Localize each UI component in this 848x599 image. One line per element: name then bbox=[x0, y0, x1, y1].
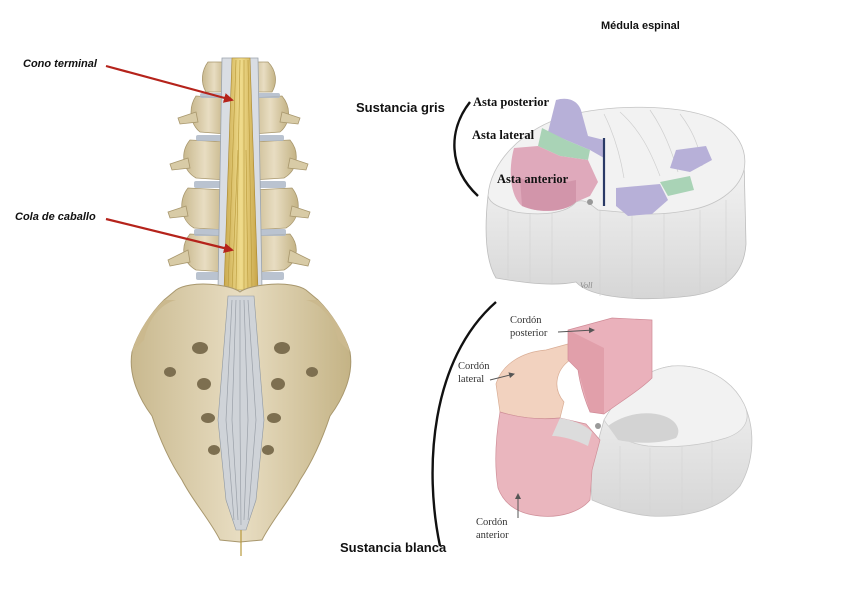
cordon-lateral-line-2: lateral bbox=[458, 374, 485, 386]
iliac-wing-right bbox=[306, 300, 350, 352]
gray-matter-section bbox=[453, 98, 747, 299]
label-cordon-posterior: Cordón posterior bbox=[510, 314, 570, 340]
asta-anterior-right bbox=[616, 184, 668, 216]
label-asta-anterior: Asta anterior bbox=[497, 172, 569, 186]
diagram-title: Médula espinal bbox=[601, 20, 680, 32]
asta-posterior-region bbox=[548, 98, 604, 158]
label-cordon-anterior: Cordón anterior bbox=[476, 516, 526, 542]
gray-section-striations bbox=[507, 200, 727, 298]
label-asta-lateral: Asta lateral bbox=[472, 128, 535, 142]
transverse-processes bbox=[167, 111, 311, 267]
sacral-foramina bbox=[164, 342, 318, 455]
artist-signature: Voll bbox=[580, 281, 593, 290]
white-matter-bracket bbox=[431, 301, 497, 547]
label-cono-terminal: Cono terminal bbox=[23, 58, 97, 70]
pointer-cordon-posterior bbox=[557, 327, 595, 334]
pointer-cordon-lateral bbox=[489, 372, 515, 381]
cordon-anterior-gray-notch bbox=[552, 418, 592, 446]
cordon-lateral-line-1: Cordón bbox=[458, 361, 490, 372]
gray-matter-bracket bbox=[453, 101, 479, 197]
cordon-posterior-shade bbox=[568, 330, 604, 414]
arrow-cono-terminal bbox=[105, 64, 234, 103]
asta-lateral-right bbox=[660, 176, 694, 196]
label-sustancia-gris: Sustancia gris bbox=[356, 100, 445, 115]
white-matter-section bbox=[431, 301, 753, 547]
label-cola-caballo: Cola de caballo bbox=[15, 211, 96, 223]
label-sustancia-blanca: Sustancia blanca bbox=[340, 540, 447, 555]
cauda-equina-strands bbox=[225, 299, 257, 526]
asta-posterior-right bbox=[670, 146, 712, 172]
asta-anterior-side-shade bbox=[520, 178, 576, 211]
central-canal-bottom bbox=[595, 423, 601, 429]
cordon-anterior-line-1: Cordón bbox=[476, 517, 508, 528]
cordon-posterior-line-2: posterior bbox=[510, 328, 548, 340]
white-gray-butterfly bbox=[608, 413, 679, 443]
label-cordon-lateral: Cordón lateral bbox=[458, 360, 508, 386]
label-asta-posterior: Asta posterior bbox=[473, 95, 550, 109]
cordon-anterior-line-2: anterior bbox=[476, 530, 509, 542]
white-section-striations bbox=[619, 440, 713, 514]
asta-lateral-region bbox=[538, 128, 590, 160]
cordon-posterior-line-1: Cordón bbox=[510, 315, 542, 326]
arrow-cola-caballo bbox=[105, 217, 234, 253]
lumbar-spine-illustration bbox=[130, 57, 352, 556]
iliac-wing-left bbox=[132, 300, 176, 352]
central-canal-top bbox=[587, 199, 593, 205]
